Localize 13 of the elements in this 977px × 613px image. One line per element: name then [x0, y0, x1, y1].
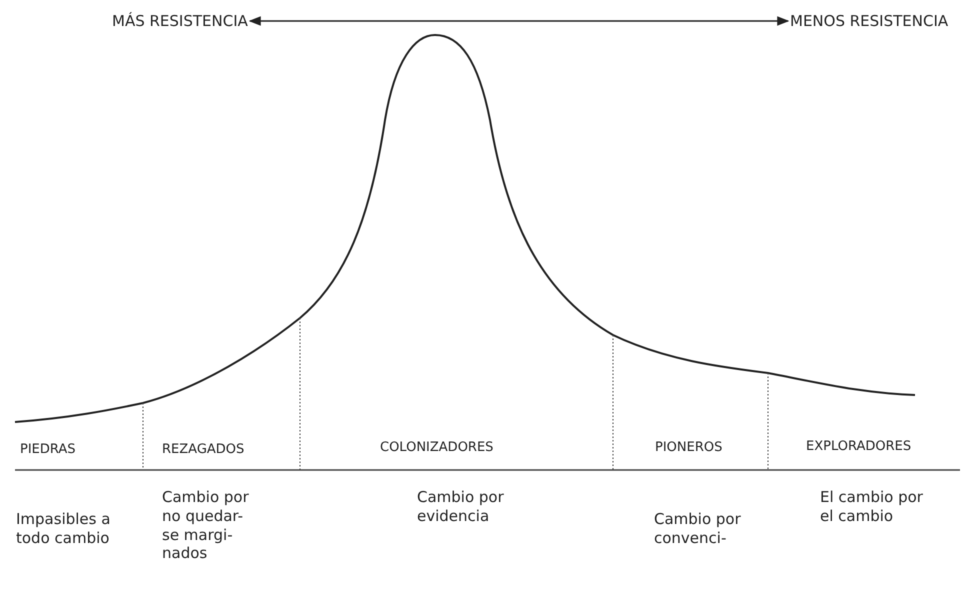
description-text: Impasibles a todo cambio — [16, 510, 112, 548]
description-text: Cambio por convenci- — [654, 510, 742, 548]
segment-label: PIEDRAS — [20, 442, 77, 458]
segment-label: COLONIZADORES — [380, 440, 494, 456]
segment-label: EXPLORADORES — [806, 439, 912, 456]
heading-text: MÁS RESISTENCIA — [112, 12, 248, 31]
double-arrow — [248, 16, 790, 26]
description-text: Cambio por no quedar- se margi- nados — [162, 488, 250, 563]
segment-label: REZAGADOS — [162, 442, 246, 458]
segment-label: PIONEROS — [655, 440, 724, 456]
heading-text: MENOS RESISTENCIA — [790, 12, 948, 31]
description-text: El cambio por el cambio — [820, 488, 924, 526]
description-text: Cambio por evidencia — [417, 488, 505, 526]
